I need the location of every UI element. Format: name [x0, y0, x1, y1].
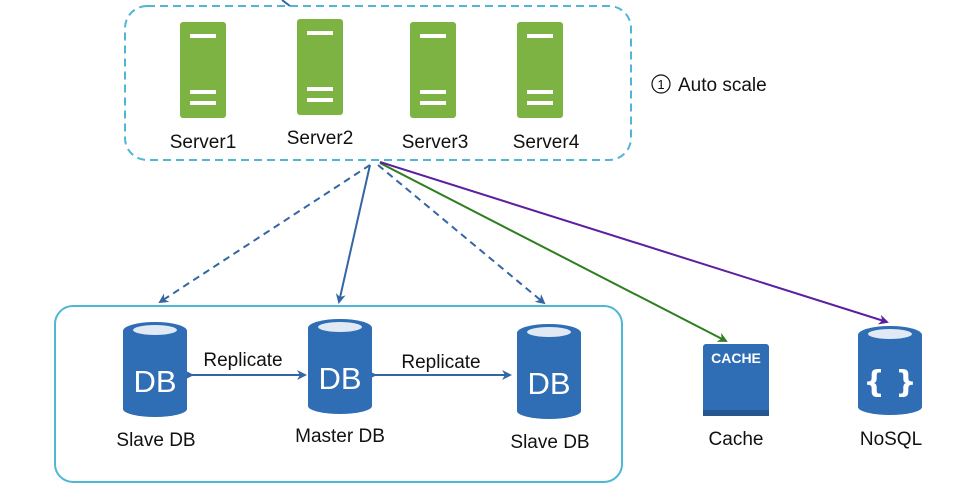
server-icon [297, 19, 343, 115]
db-icon-text: DB [318, 361, 361, 396]
edge-to-slave-db-1 [158, 164, 371, 304]
cache-icon-text: CACHE [711, 350, 761, 366]
database-icon [123, 322, 187, 417]
nosql-node[interactable]: { } NoSQL [858, 326, 922, 450]
database-icon [517, 324, 581, 419]
edges [158, 161, 889, 342]
server-label: Server4 [513, 132, 580, 153]
db-icon-text: DB [133, 364, 176, 399]
annotation-number: 1 [657, 77, 664, 92]
replicate-label: Replicate [401, 352, 480, 373]
db-label: Master DB [295, 426, 385, 447]
server-4[interactable]: Server4 [513, 22, 580, 153]
slave-db-2[interactable]: DB Slave DB [510, 324, 590, 453]
server-2[interactable]: Server2 [287, 19, 354, 149]
server-icon [180, 22, 226, 118]
incoming-edge [281, 0, 291, 7]
server-icon [517, 22, 563, 118]
edge-to-nosql [379, 161, 889, 325]
server-label: Server2 [287, 128, 354, 149]
slave-db-1[interactable]: DB Slave DB [116, 322, 196, 451]
master-db[interactable]: DB Master DB [295, 319, 385, 447]
edge-to-cache [379, 162, 728, 342]
nosql-icon [858, 326, 922, 415]
edge-to-master-db [335, 164, 371, 304]
server-pool-container [124, 5, 632, 161]
db-label: Slave DB [510, 432, 589, 453]
server-label: Server3 [402, 132, 469, 153]
server-3[interactable]: Server3 [402, 22, 469, 153]
annotation-text: Auto scale [678, 75, 767, 96]
nosql-label: NoSQL [860, 429, 922, 450]
db-label: Slave DB [116, 430, 195, 451]
server-icon [410, 22, 456, 118]
cache-node[interactable]: CACHE Cache [703, 344, 769, 450]
database-icon [308, 319, 372, 414]
db-icon-text: DB [527, 366, 570, 401]
server-1[interactable]: Server1 [170, 22, 237, 153]
circled-number-icon [651, 74, 671, 94]
cache-label: Cache [709, 429, 764, 450]
server-label: Server1 [170, 132, 237, 153]
nosql-icon-text: { } [863, 365, 916, 400]
cache-icon [703, 344, 769, 416]
db-cluster-container [54, 305, 623, 483]
replicate-edges: Replicate Replicate [184, 350, 512, 380]
replicate-label: Replicate [203, 350, 282, 371]
auto-scale-annotation: 1 Auto scale [651, 74, 767, 96]
